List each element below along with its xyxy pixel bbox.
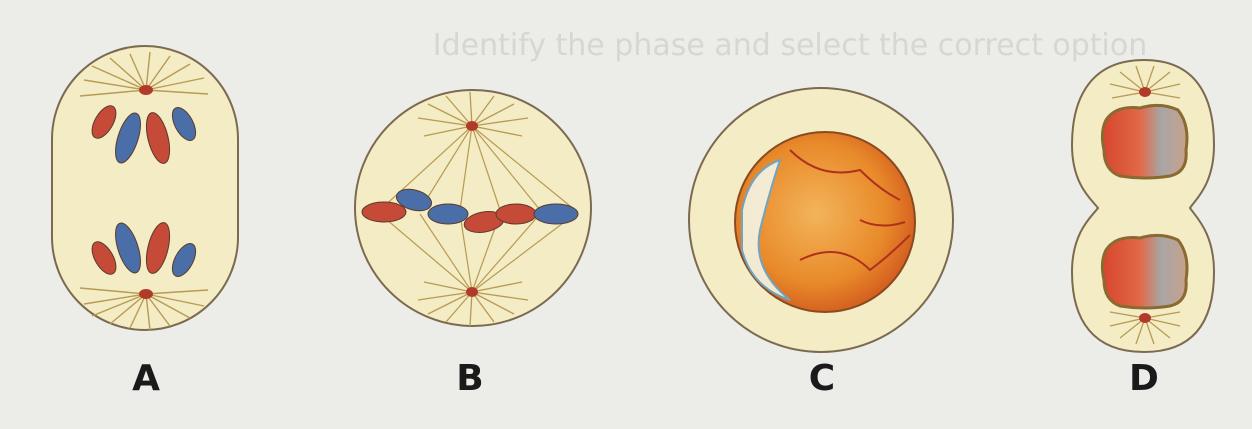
cell-b-top-centrosome	[466, 121, 478, 131]
cell-d-telophase	[1072, 60, 1214, 352]
cell-d-top-centrosome	[1139, 87, 1151, 97]
cell-a-bottom-centrosome	[139, 289, 153, 299]
label-a: A	[116, 358, 176, 399]
cell-b-metaphase	[355, 90, 591, 326]
cell-d-bottom-nucleus	[1102, 235, 1187, 308]
cell-d-bottom-centrosome	[1139, 313, 1151, 323]
label-d: D	[1114, 358, 1174, 399]
ghost-text: Identify the phase and select the correc…	[433, 28, 1147, 63]
cell-c-interphase	[689, 88, 953, 352]
cell-a-top-centrosome	[139, 85, 153, 95]
cell-a-anaphase	[52, 46, 238, 330]
cell-d-top-nucleus	[1102, 105, 1187, 178]
cell-b-bottom-centrosome	[466, 287, 478, 297]
label-b: B	[440, 358, 500, 399]
label-c: C	[792, 358, 852, 399]
